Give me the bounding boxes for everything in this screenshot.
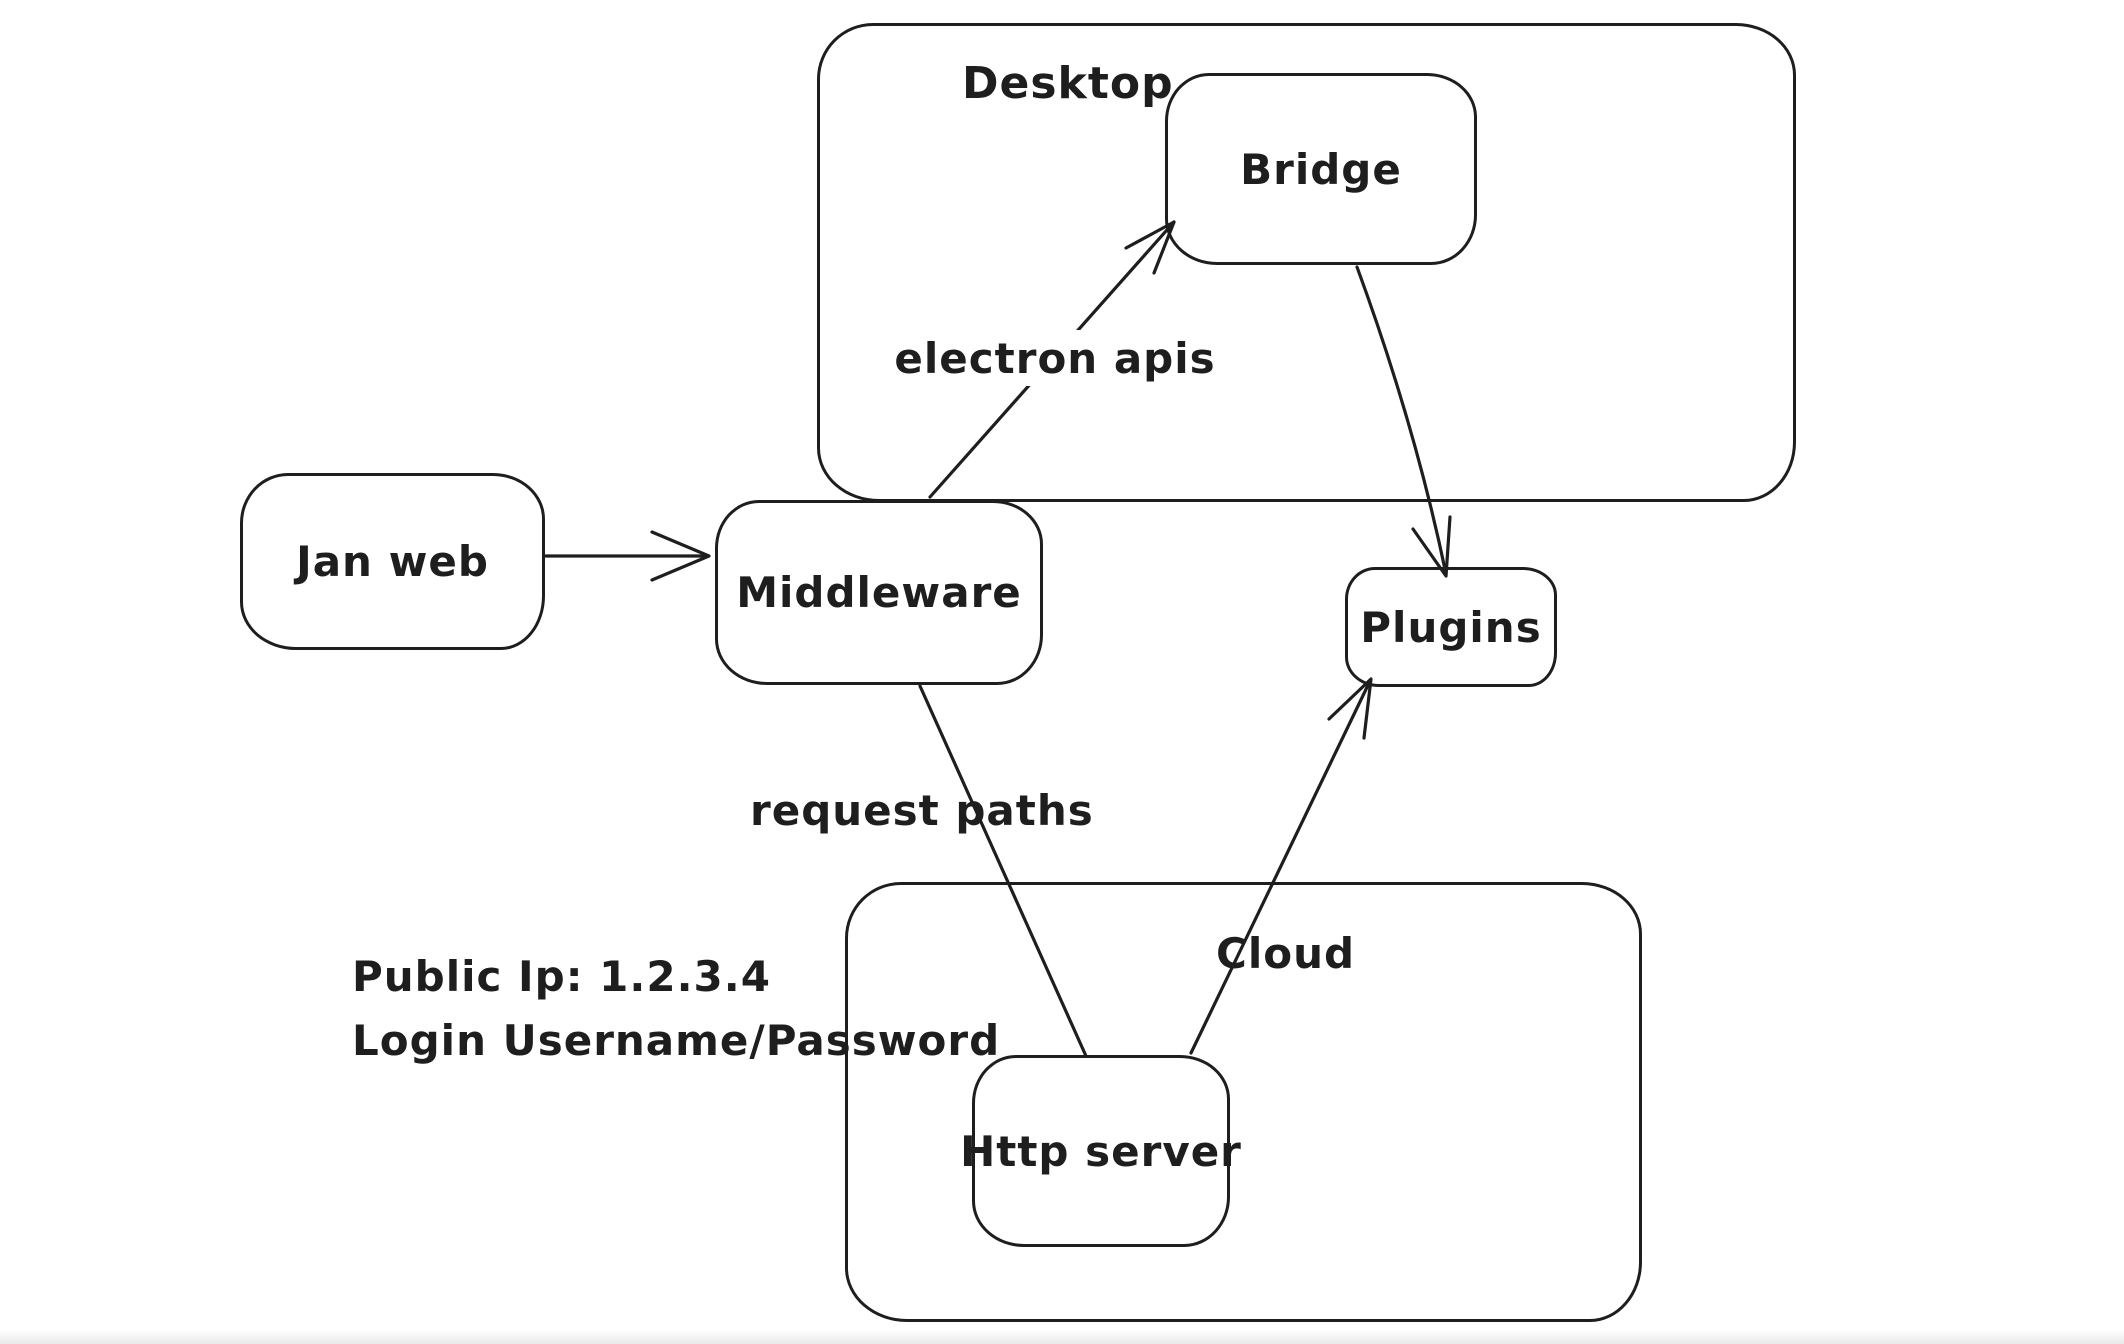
edge-label-electron-apis[interactable]: electron apis (894, 330, 1215, 386)
edge-janweb-middleware[interactable] (544, 530, 711, 582)
window-bottom-edge (0, 1330, 2124, 1344)
edge-middleware-httpserver-line[interactable] (918, 684, 1088, 1058)
edge-middleware-httpserver[interactable] (918, 684, 1088, 1058)
container-desktop-label[interactable]: Desktop (962, 58, 1174, 109)
node-bridge[interactable]: Bridge (1165, 73, 1477, 265)
edge-httpserver-plugins[interactable] (1189, 677, 1373, 1055)
arrowhead-down-icon (1411, 515, 1452, 578)
node-http-server[interactable]: Http server (960, 1055, 1241, 1247)
node-jan-web[interactable]: Jan web (240, 473, 545, 650)
node-http-server-label: Http server (960, 1126, 1242, 1176)
arrowhead-up-right-icon (1327, 677, 1373, 740)
node-middleware-label: Middleware (736, 568, 1022, 617)
node-plugins[interactable]: Plugins (1345, 567, 1557, 687)
edge-bridge-plugins[interactable] (1355, 265, 1452, 578)
annotation-login-credentials[interactable]: Login Username/Password (352, 1016, 1001, 1065)
edge-bridge-plugins-line[interactable] (1355, 265, 1448, 576)
edge-httpserver-plugins-line[interactable] (1189, 679, 1372, 1055)
arrowhead-up-right-icon (1124, 220, 1176, 275)
node-middleware[interactable]: Middleware (715, 500, 1043, 685)
container-desktop[interactable]: Desktop (817, 23, 1796, 502)
node-bridge-label: Bridge (1240, 144, 1402, 194)
node-jan-web-label: Jan web (296, 537, 489, 586)
container-cloud[interactable]: Cloud (845, 882, 1642, 1322)
container-cloud-label[interactable]: Cloud (1216, 929, 1356, 978)
node-plugins-label: Plugins (1360, 602, 1542, 652)
edge-label-request-paths[interactable]: request paths (750, 786, 1094, 835)
annotation-public-ip[interactable]: Public Ip: 1.2.3.4 (352, 952, 771, 1001)
arrowhead-right-icon (650, 530, 711, 582)
